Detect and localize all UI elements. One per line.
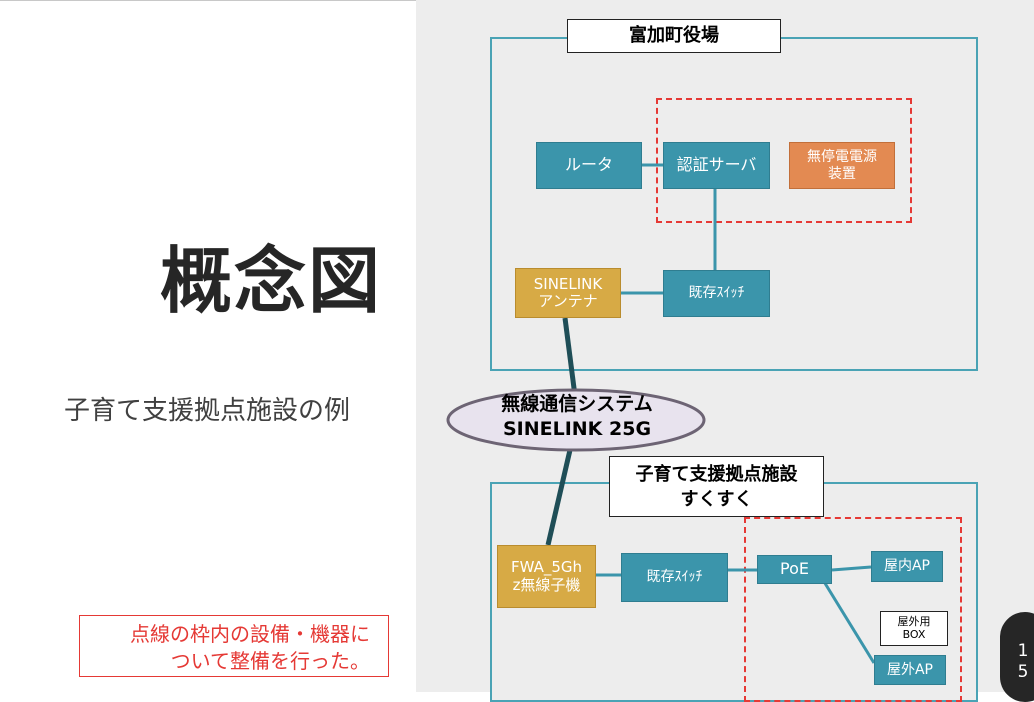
outdoor-box-label-line-2: BOX bbox=[902, 627, 926, 641]
antenna-label-line-1: SINELINK bbox=[533, 274, 603, 293]
sinelink-antenna-node: SINELINK アンテナ bbox=[515, 268, 621, 318]
town-hall-switch-label: 既存ｽｲｯﾁ bbox=[688, 285, 745, 302]
router-label: ルータ bbox=[564, 155, 613, 175]
note-line-2: ついて整備を行った。 bbox=[170, 649, 370, 673]
page-number-badge: 1 5 bbox=[1000, 612, 1034, 702]
outdoor-box-node: 屋外用 BOX bbox=[880, 611, 948, 646]
fwa-node: FWA_5Gh z無線子機 bbox=[497, 545, 596, 608]
outdoor-ap-label: 屋外AP bbox=[886, 661, 934, 678]
town-hall-switch-node: 既存ｽｲｯﾁ bbox=[663, 270, 770, 317]
slide-title: 概念図 bbox=[160, 239, 383, 323]
wireless-label-line-2: SINELINK 25G bbox=[502, 418, 652, 440]
ups-node: 無停電電源 装置 bbox=[789, 142, 895, 189]
ups-label-line-2: 装置 bbox=[828, 165, 856, 182]
facility-label-line-2: すくすく bbox=[680, 489, 753, 510]
note-line-1: 点線の枠内の設備・機器に bbox=[130, 622, 370, 646]
wireless-label-line-1: 無線通信システム bbox=[501, 393, 653, 415]
poe-label: PoE bbox=[780, 559, 809, 579]
fwa-label-line-2: z無線子機 bbox=[512, 575, 581, 594]
facility-switch-node: 既存ｽｲｯﾁ bbox=[621, 553, 728, 602]
facility-label-line-1: 子育て支援拠点施設 bbox=[635, 464, 798, 485]
wireless-system-label: 無線通信システム SINELINK 25G bbox=[452, 392, 702, 442]
outdoor-box-label-line-1: 屋外用 bbox=[897, 614, 931, 628]
auth-server-label: 認証サーバ bbox=[676, 155, 757, 175]
outdoor-ap-node: 屋外AP bbox=[874, 655, 946, 685]
antenna-label-line-2: アンテナ bbox=[538, 292, 598, 310]
facility-label: 子育て支援拠点施設 すくすく bbox=[609, 456, 824, 517]
router-node: ルータ bbox=[536, 142, 642, 189]
slide-subtitle: 子育て支援拠点施設の例 bbox=[64, 396, 351, 426]
indoor-ap-node: 屋内AP bbox=[871, 551, 943, 582]
ups-label-line-1: 無停電電源 bbox=[807, 149, 877, 166]
facility-switch-label: 既存ｽｲｯﾁ bbox=[646, 569, 703, 586]
town-hall-label: 富加町役場 bbox=[567, 19, 781, 53]
fwa-label-line-1: FWA_5Gh bbox=[510, 558, 583, 577]
auth-server-node: 認証サーバ bbox=[663, 142, 770, 189]
page-number-digit-1: 1 bbox=[1017, 641, 1029, 661]
page-number-digit-2: 5 bbox=[1017, 662, 1029, 682]
indoor-ap-label: 屋内AP bbox=[883, 558, 931, 575]
poe-node: PoE bbox=[757, 555, 832, 584]
note-box: 点線の枠内の設備・機器に ついて整備を行った。 bbox=[79, 615, 389, 677]
town-hall-dashed-frame bbox=[656, 98, 912, 223]
